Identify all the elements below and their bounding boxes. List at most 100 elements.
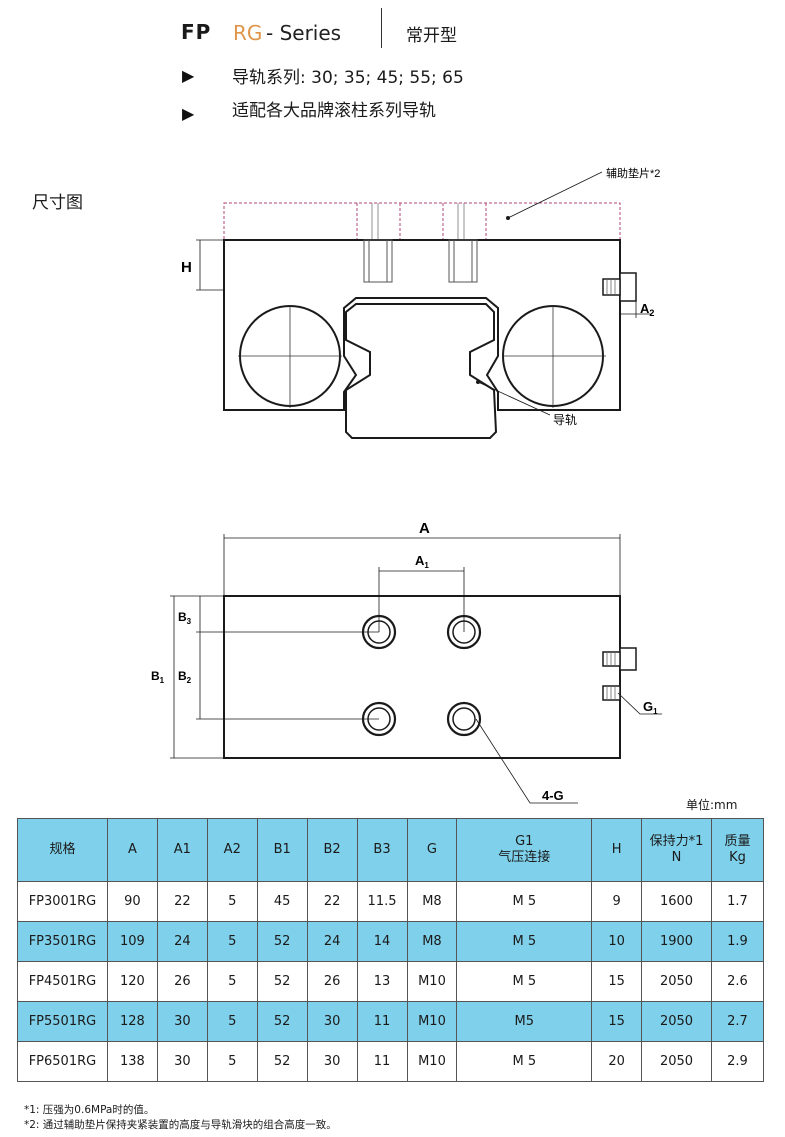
table-cell: 52 — [256, 1001, 308, 1042]
table-cell: M8 — [406, 921, 458, 962]
table-cell: 11 — [356, 1001, 408, 1042]
table-cell: 128 — [106, 1001, 158, 1042]
col-header: A1 — [156, 818, 208, 882]
table-cell: M10 — [406, 1001, 458, 1042]
brand-rg: RG — [233, 21, 263, 45]
table-cell: M8 — [406, 881, 458, 922]
footnote-1: *1: 压强为0.6MPa时的值。 — [24, 1104, 155, 1116]
top-view-drawing: A A1 B3 B1 B2 G1 4-G — [151, 520, 662, 804]
clamp-body-top — [223, 595, 621, 759]
bullet-rail-series: 导轨系列: 30; 35; 45; 55; 65 — [232, 68, 464, 88]
table-cell: 22 — [306, 881, 358, 922]
table-cell: M 5 — [456, 961, 593, 1002]
rail — [345, 303, 498, 439]
table-cell: M5 — [456, 1001, 593, 1042]
table-cell: 2050 — [641, 961, 712, 1002]
table-cell: 52 — [256, 921, 308, 962]
col-header: 规格 — [17, 818, 108, 882]
table-cell: 5 — [206, 961, 258, 1002]
table-cell: M 5 — [456, 1041, 593, 1082]
inner-bolts — [363, 239, 478, 283]
table-cell: 2.6 — [710, 961, 765, 1002]
table-cell: 20 — [591, 1041, 643, 1082]
table-cell: M10 — [406, 961, 458, 1002]
table-cell: 15 — [591, 961, 643, 1002]
table-cell: 138 — [106, 1041, 158, 1082]
table-cell: 14 — [356, 921, 408, 962]
shim-label: 辅助垫片*2 — [606, 166, 660, 180]
table-cell: 52 — [256, 961, 308, 1002]
a2-dimension — [619, 300, 652, 318]
port-threads — [606, 279, 616, 295]
section-title: 尺寸图 — [32, 193, 83, 213]
model-cell: FP4501RG — [17, 961, 108, 1002]
spec-table: 规格 A A1 A2 B1 B2 B3 G G1 气压连接 H 保持力*1 N … — [17, 818, 765, 1082]
table-cell: 30 — [156, 1001, 208, 1042]
model-cell: FP3501RG — [17, 921, 108, 962]
mounting-holes — [361, 614, 482, 737]
col-header: G1 气压连接 — [456, 818, 593, 882]
bullet-arrow-icon: ▶ — [182, 66, 195, 85]
bullet-arrow-icon: ▶ — [182, 104, 195, 123]
b3-label: B3 — [178, 610, 192, 626]
col-header: H — [591, 818, 643, 882]
table-cell: 120 — [106, 961, 158, 1002]
rail-label: 导轨 — [553, 413, 577, 427]
bullet-compat: 适配各大品牌滚柱系列导轨 — [232, 101, 436, 121]
table-cell: 26 — [156, 961, 208, 1002]
table-cell: 11 — [356, 1041, 408, 1082]
a-label: A — [419, 520, 430, 537]
table-cell: 1600 — [641, 881, 712, 922]
shim-leader-dot — [506, 216, 510, 220]
table-cell: 24 — [156, 921, 208, 962]
bolt-holes-top — [371, 203, 465, 240]
table-cell: 2.7 — [710, 1001, 765, 1042]
table-cell: 2050 — [641, 1041, 712, 1082]
table-cell: 13 — [356, 961, 408, 1002]
unit-label: 单位:mm — [686, 798, 738, 812]
b-dimensions — [170, 595, 379, 759]
table-cell: 109 — [106, 921, 158, 962]
col-header: 质量 Kg — [710, 818, 765, 882]
table-cell: 9 — [591, 881, 643, 922]
clamp-body — [223, 239, 621, 411]
h-dimension — [196, 239, 224, 291]
table-cell: M 5 — [456, 921, 593, 962]
front-view-drawing: H A2 辅助垫片*2 导轨 — [181, 166, 660, 439]
table-cell: 30 — [156, 1041, 208, 1082]
table-cell: 5 — [206, 1001, 258, 1042]
header-separator — [381, 8, 382, 48]
port-threads-top — [606, 652, 616, 700]
g4-leader — [475, 718, 578, 804]
col-header: A — [106, 818, 158, 882]
product-type: 常开型 — [406, 26, 457, 46]
table-cell: 30 — [306, 1041, 358, 1082]
col-header: B1 — [256, 818, 308, 882]
table-cell: 30 — [306, 1001, 358, 1042]
table-cell: 45 — [256, 881, 308, 922]
a-dimension — [223, 534, 621, 596]
table-cell: 15 — [591, 1001, 643, 1042]
table-cell: 24 — [306, 921, 358, 962]
g1-label: G1 — [643, 699, 658, 716]
shim-outline — [223, 202, 621, 241]
g1-leader — [617, 692, 662, 715]
col-header: B3 — [356, 818, 408, 882]
table-cell: M 5 — [456, 881, 593, 922]
table-cell: 5 — [206, 921, 258, 962]
model-cell: FP6501RG — [17, 1041, 108, 1082]
model-cell: FP3001RG — [17, 881, 108, 922]
table-cell: 52 — [256, 1041, 308, 1082]
table-cell: 2.9 — [710, 1041, 765, 1082]
col-header: B2 — [306, 818, 358, 882]
table-cell: 5 — [206, 881, 258, 922]
table-cell: 22 — [156, 881, 208, 922]
table-cell: 5 — [206, 1041, 258, 1082]
table-cell: 11.5 — [356, 881, 408, 922]
brand-fp: FP — [181, 20, 212, 44]
a2-label: A2 — [640, 301, 654, 318]
col-header: A2 — [206, 818, 258, 882]
